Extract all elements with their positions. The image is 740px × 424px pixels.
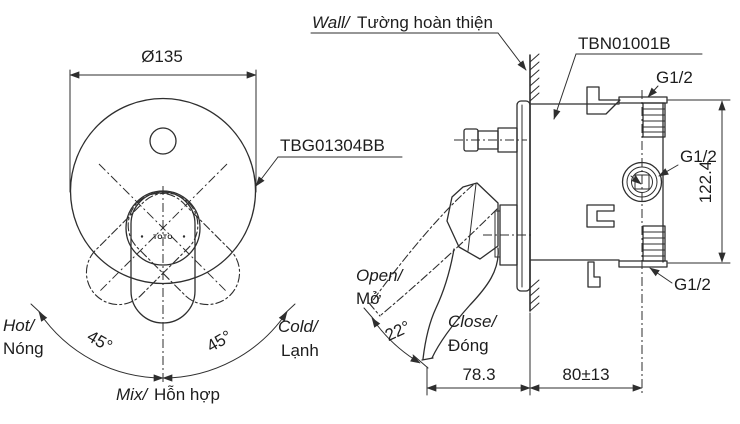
wall-label-en: Wall/: [312, 13, 352, 32]
lever-outer-edge: [431, 247, 499, 359]
height-dim-label: 122.4: [696, 161, 715, 204]
mounting-clip-bottom: [587, 261, 601, 288]
port-bottom-leader: G1/2: [649, 267, 711, 294]
trim-model-label: TBG01304BB: [280, 136, 385, 155]
mix-label-en: Mix/: [116, 385, 149, 404]
bottom-port-threads: [642, 231, 666, 257]
toto-logo: TOTO: [153, 234, 173, 241]
valve-model-label: TBN01001B: [578, 34, 671, 53]
open-angle-label: 22°: [382, 317, 413, 345]
valve-model-leader: TBN01001B: [553, 34, 703, 120]
wall-hatching-top: [529, 53, 540, 102]
open-label-en: Open/: [356, 266, 405, 285]
trim-model-leader: TBG01304BB: [255, 136, 403, 187]
top-port-threads: [642, 108, 666, 133]
rough-in-depth-label: 80±13: [562, 365, 609, 384]
mounting-clip-middle: [586, 204, 615, 228]
wall-label-leader: Wall/ Tường hoàn thiện: [310, 13, 527, 71]
front-centerlines: [98, 163, 228, 382]
diameter-dimension: Ø135: [69, 47, 257, 193]
top-port-flange: [618, 96, 668, 104]
open-angle-dimension: 22°: [363, 307, 429, 369]
lever-handle-side: [421, 182, 532, 361]
handle-knob: [446, 182, 499, 260]
diverter-button-front: [149, 127, 177, 155]
cold-label-vi: Lạnh: [281, 341, 319, 360]
wall-label-vi: Tường hoàn thiện: [357, 13, 493, 32]
cold-label-en: Cold/: [278, 317, 320, 336]
hot-label-en: Hot/: [3, 316, 36, 335]
depth-dimensions: 78.3 80±13: [426, 312, 643, 396]
wall-hatching-bottom: [529, 279, 540, 312]
handle-depth-label: 78.3: [462, 365, 495, 384]
mix-label-vi: Hỗn hợp: [154, 385, 220, 404]
valve-body: [530, 86, 668, 394]
height-dimension: 122.4: [667, 99, 731, 264]
open-label-vi: Mở: [356, 289, 381, 308]
finished-wall: [529, 53, 540, 312]
lever-inner-edge: [422, 248, 455, 360]
handle-phantom-positions: [85, 192, 241, 306]
diameter-dim-label: Ø135: [141, 47, 183, 66]
close-label-en: Close/: [448, 312, 498, 331]
angle-right-label: 45°: [203, 327, 235, 356]
port-front-leader: G1/2: [658, 147, 717, 177]
port-top-label: G1/2: [656, 68, 693, 87]
angle-left-label: 45°: [84, 327, 116, 356]
mounting-bracket-top: [586, 86, 621, 115]
front-view: TOTO Ø135 45° 45° Hot/ Nóng Cold/ Lạnh M…: [3, 47, 403, 404]
hot-label-vi: Nóng: [3, 339, 44, 358]
escutcheon-side: [516, 100, 531, 292]
port-bottom-label: G1/2: [674, 275, 711, 294]
port-front-label: G1/2: [680, 147, 717, 166]
logo-dot-right: [182, 235, 186, 238]
close-label-vi: Đóng: [448, 336, 489, 355]
side-view: 22° Open/ Mở Close/ Đóng Wall/ Tường hoà…: [310, 13, 731, 396]
top-port-boss: [642, 102, 666, 138]
handle-open-phantom: [368, 184, 498, 317]
handle-base-front: [125, 190, 201, 266]
port-top-leader: G1/2: [647, 68, 693, 98]
logo-dot-left: [140, 235, 144, 238]
bottom-port-flange: [618, 260, 668, 268]
diverter-button-side: [454, 127, 527, 153]
